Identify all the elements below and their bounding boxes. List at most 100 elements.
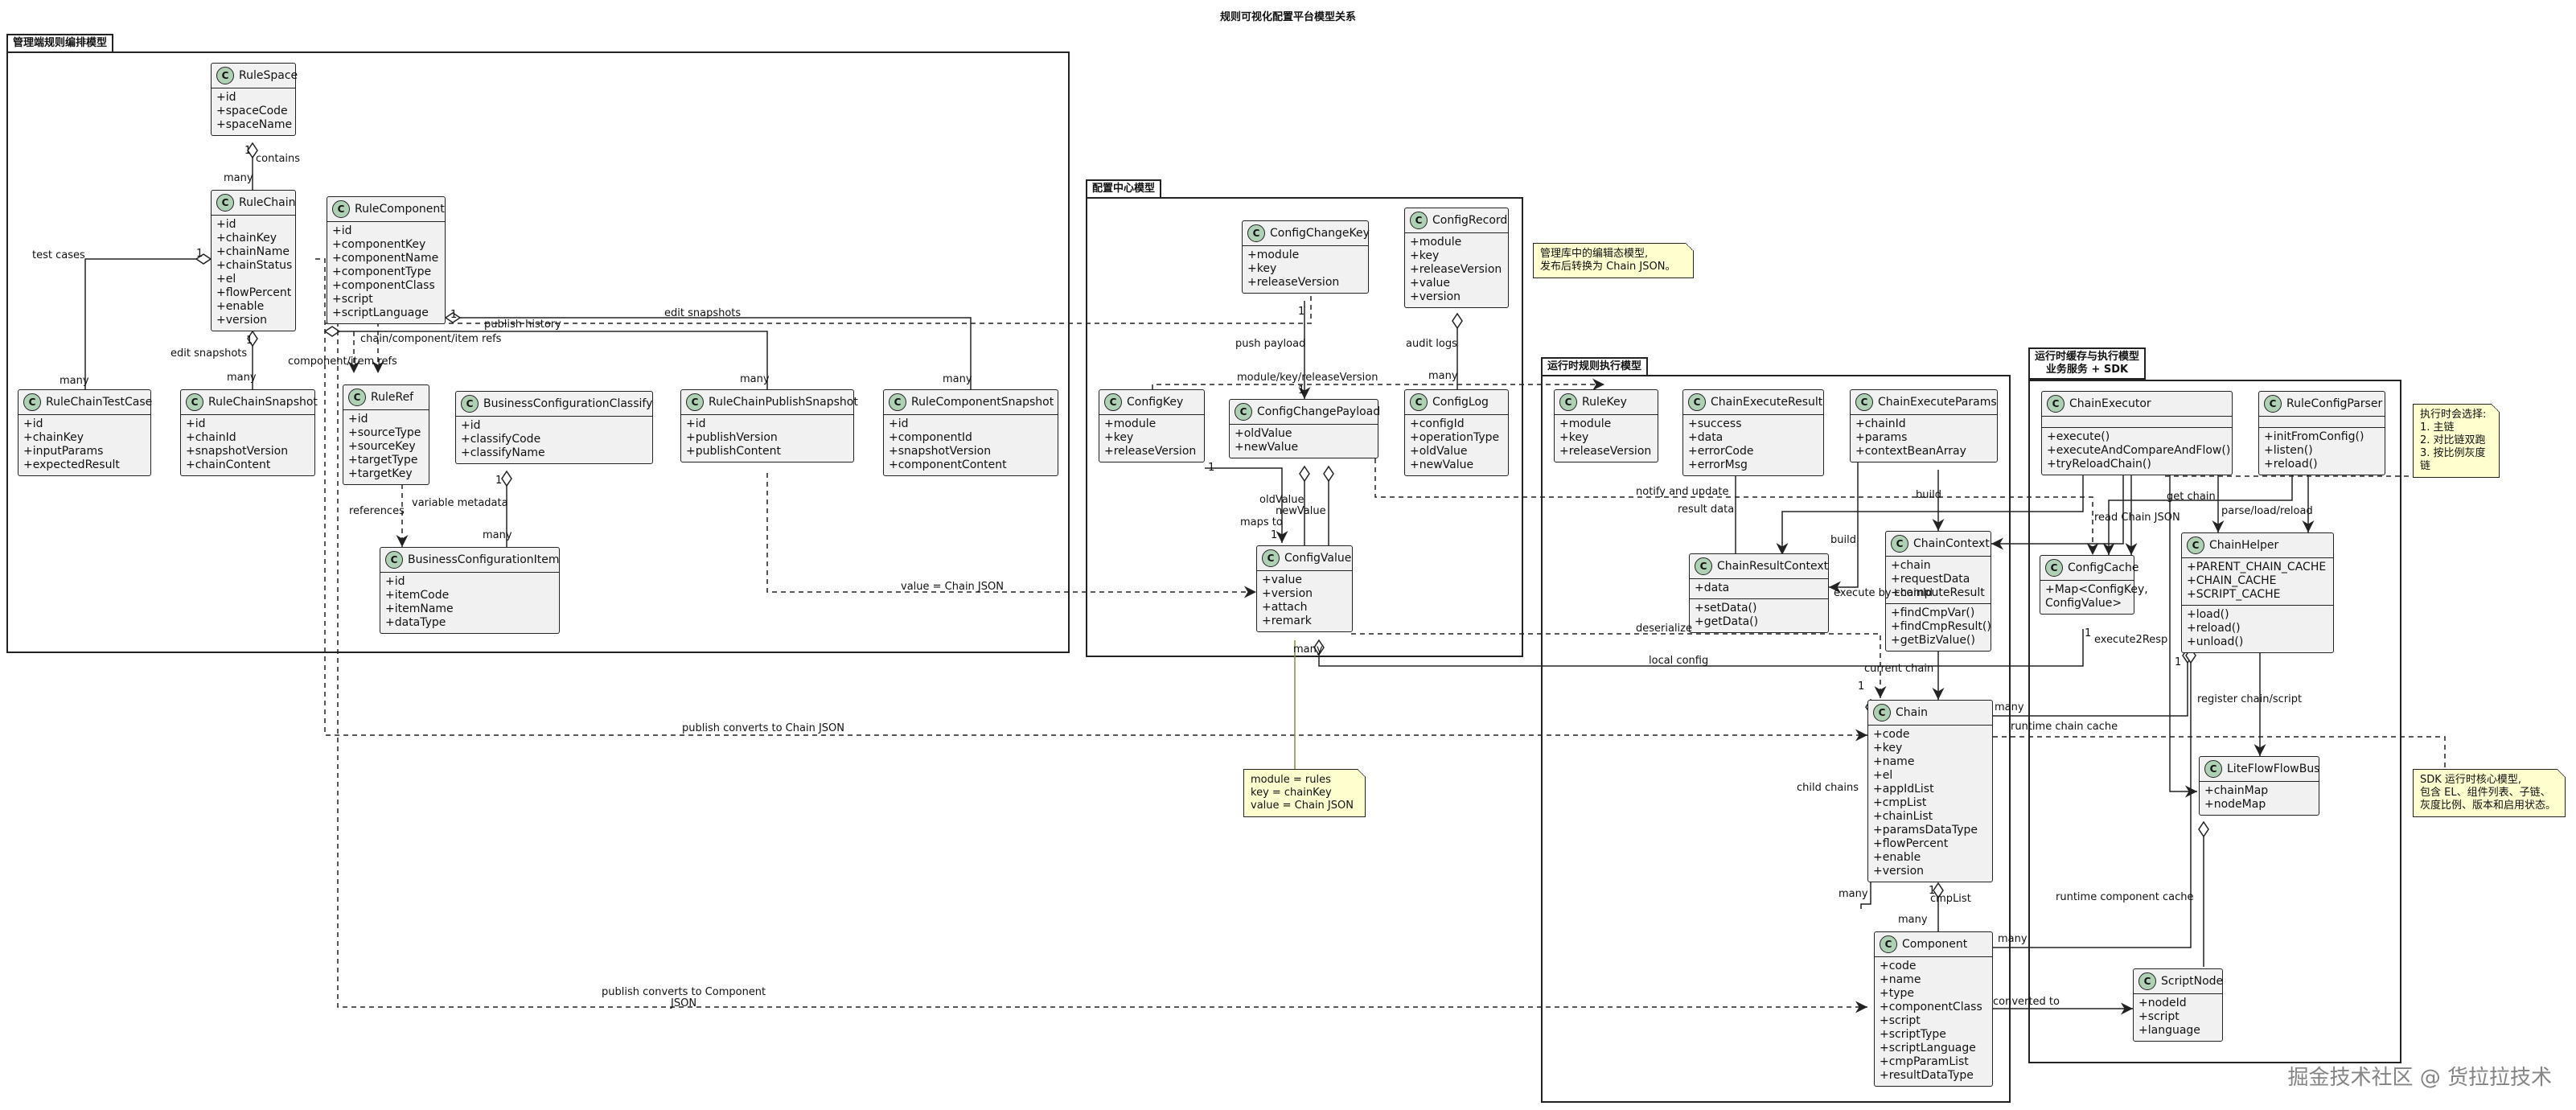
edge-configkey-value xyxy=(1205,467,1288,543)
label-mult-one: 1 xyxy=(196,248,203,260)
field: +itemCode xyxy=(385,589,450,602)
label-edit-snapshots-2: edit snapshots xyxy=(664,307,742,319)
field: +releaseVersion xyxy=(1104,445,1197,458)
note-line: 管理库中的编辑态模型, xyxy=(1540,248,1649,260)
field: +params xyxy=(1855,431,1908,444)
field: +errorCode xyxy=(1688,445,1754,458)
package-sdk-label-line1: 运行时缓存与执行模型 xyxy=(2035,351,2140,363)
note-line: 3. 按比例灰度链 xyxy=(2420,447,2486,472)
class-name: RuleConfigParser xyxy=(2286,397,2383,410)
class-configchangekey-fields: +module+key+releaseVersion xyxy=(1243,246,1368,293)
class-name: RuleChainSnapshot xyxy=(208,396,318,409)
field: +module xyxy=(1104,417,1157,430)
label-value-chain-json: value = Chain JSON xyxy=(901,581,1004,593)
note-line: 2. 对比链双跑 xyxy=(2420,434,2486,446)
method: +setData() xyxy=(1695,602,1757,615)
class-ruleconfigparser-methods: +initFromConfig()+listen()+reload() xyxy=(2259,427,2385,475)
watermark: 掘金技术社区 @ 货拉拉技术 xyxy=(2287,1066,2552,1090)
note-line: 执行时会选择: xyxy=(2420,409,2487,421)
class-c-icon: C xyxy=(332,200,350,218)
class-chainexecutor-methods: +execute()+executeAndCompareAndFlow()+tr… xyxy=(2042,427,2232,475)
label-read-chain-json: read Chain JSON xyxy=(2094,512,2180,524)
class-c-icon: C xyxy=(348,388,366,406)
field: +el xyxy=(216,273,236,286)
label-current-chain: current chain xyxy=(1864,663,1934,675)
edge-executor-context xyxy=(1991,471,2124,550)
note-line: 灰度比例、版本和启用状态。 xyxy=(2420,800,2557,812)
field: +classifyName xyxy=(461,446,545,459)
field: +classifyCode xyxy=(461,433,541,446)
field: +id xyxy=(186,417,206,430)
field: +chainMap xyxy=(2204,784,2269,797)
field: +flowPercent xyxy=(1873,837,1949,850)
class-rulechain-fields: +id+chainKey+chainName+chainStatus+el+fl… xyxy=(212,216,295,331)
field: +flowPercent xyxy=(216,286,292,299)
class-c-icon: C xyxy=(1880,935,1897,953)
label-maps-to: maps to xyxy=(1240,516,1283,528)
class-name: ChainExecutor xyxy=(2069,397,2151,410)
class-c-icon: C xyxy=(889,393,906,411)
field: +componentType xyxy=(332,265,432,278)
class-c-icon: C xyxy=(1410,212,1428,229)
method: +executeAndCompareAndFlow() xyxy=(2047,444,2231,457)
field: +sourceType xyxy=(348,426,421,439)
label-runtime-component-cache: runtime component cache xyxy=(2056,891,2194,903)
field: +newValue xyxy=(1410,458,1474,471)
note-line: 发布后转换为 Chain JSON。 xyxy=(1540,261,1676,273)
field: +componentClass xyxy=(332,279,435,292)
method: +initFromConfig() xyxy=(2264,430,2364,443)
field: +version xyxy=(1262,587,1313,600)
method: +getData() xyxy=(1695,615,1759,628)
class-name: RuleChainTestCase xyxy=(46,396,153,409)
label-mult-one: 1 xyxy=(1208,462,1215,474)
package-config-label: 配置中心模型 xyxy=(1086,179,1162,199)
field: +newValue xyxy=(1235,441,1299,454)
field: +key xyxy=(1873,742,1903,754)
class-rulechainsnapshot-fields: +id+chainId+snapshotVersion+chainContent xyxy=(181,415,314,475)
edge-chain-publish xyxy=(323,326,768,389)
class-chainexecuteparams-fields: +chainId+params+contextBeanArray xyxy=(1851,415,1997,462)
field: +chainName xyxy=(216,245,290,258)
class-configchangepayload-fields: +oldValue+newValue xyxy=(1230,425,1378,458)
field: +id xyxy=(461,419,481,432)
label-mult-many: many xyxy=(943,373,972,385)
field: +module xyxy=(1559,417,1612,430)
class-c-icon: C xyxy=(2204,760,2222,778)
